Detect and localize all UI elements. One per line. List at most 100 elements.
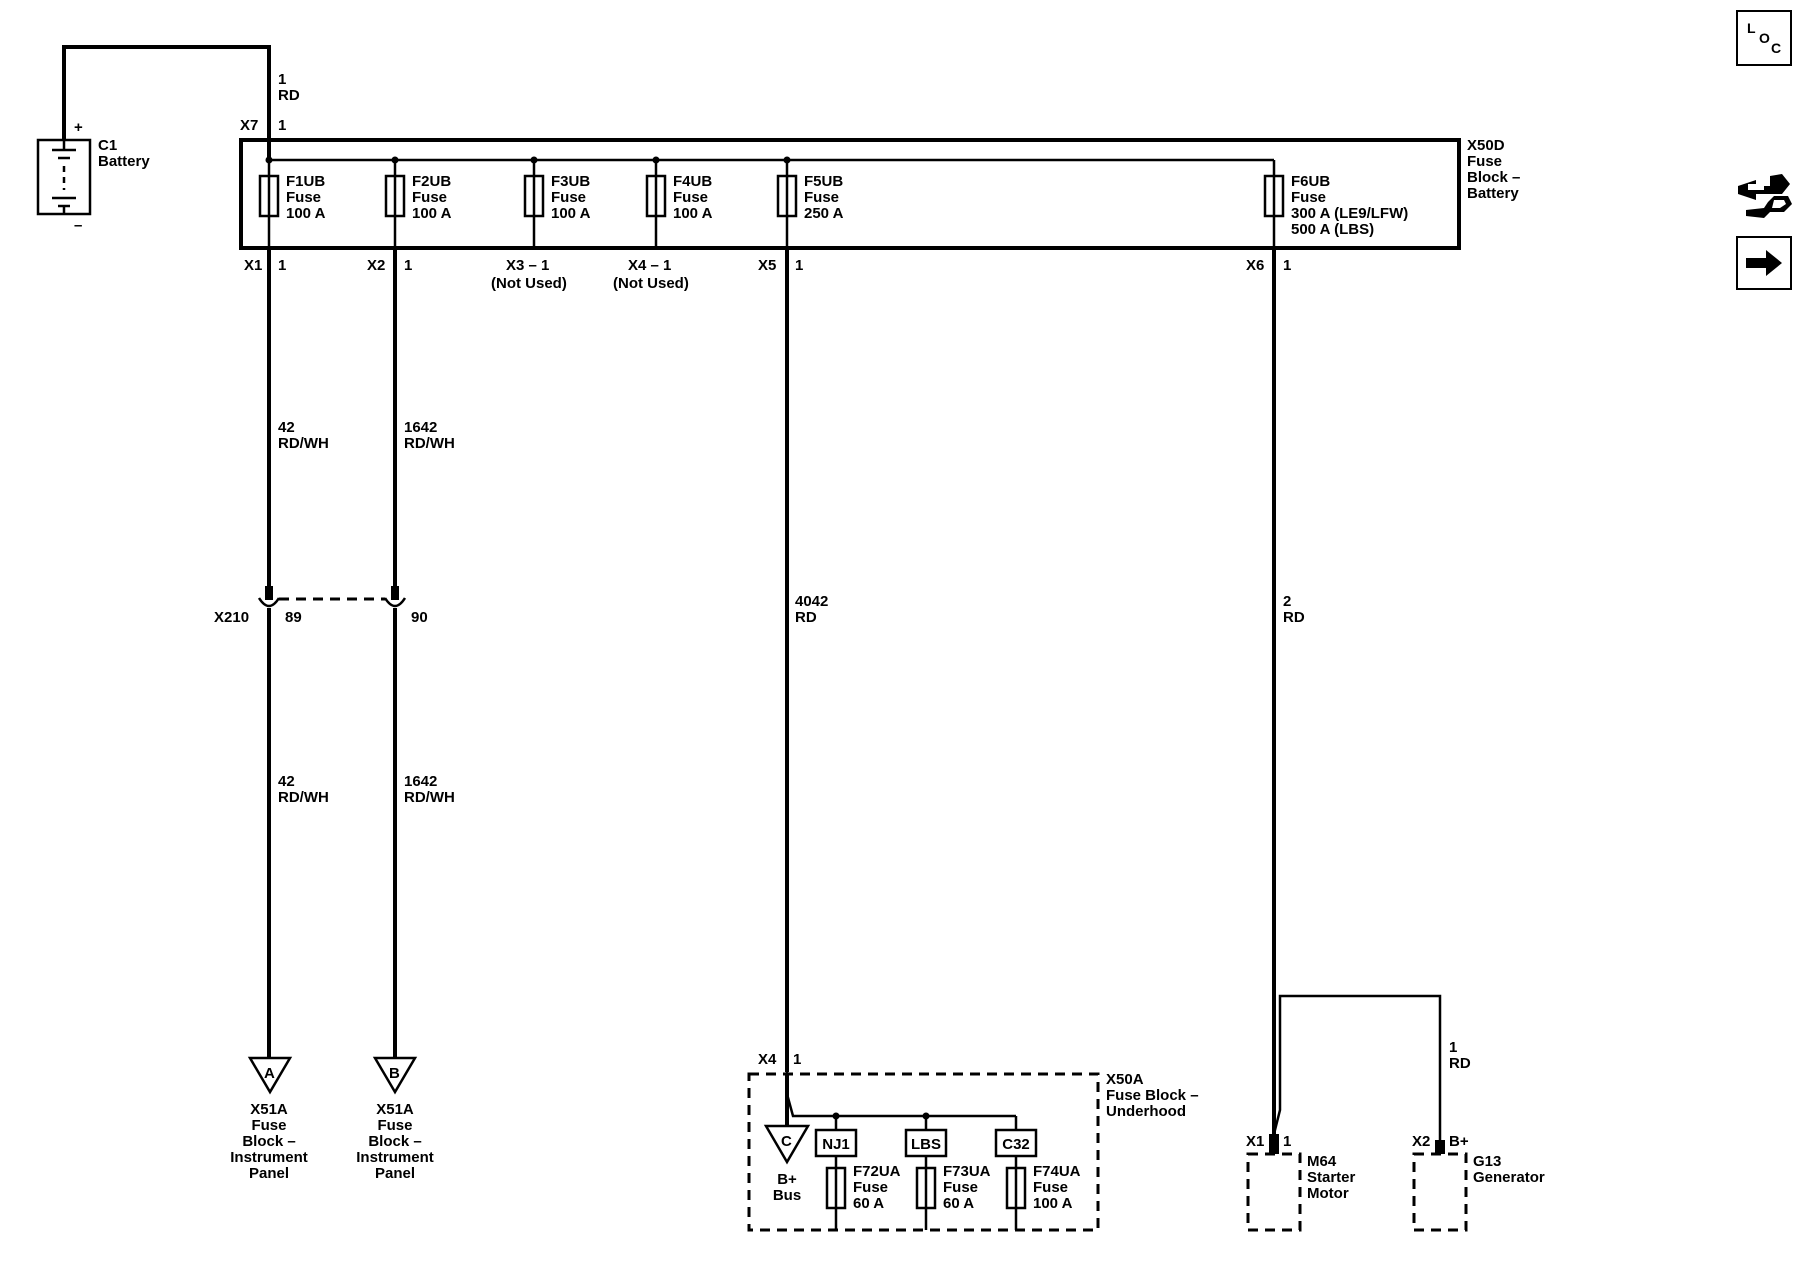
underhood-id: X50A [1106,1071,1144,1088]
loc-icon: L O C [1747,20,1782,56]
starter-name: M64 [1307,1153,1337,1170]
underhood-l1: Fuse Block – [1106,1087,1199,1104]
ref-a-l5: Panel [249,1165,289,1182]
f4ub-type: Fuse [673,189,708,206]
f2ub-type: Fuse [412,189,447,206]
generator-box [1412,1152,1468,1232]
battery-wire-color: RD [278,87,300,104]
ref-a-l4: Instrument [230,1149,308,1166]
arrow-right-icon [1746,250,1782,276]
f73ua-name: F73UA [943,1163,991,1180]
inline-connector-x210 [257,586,407,608]
wire-4042-color: RD [795,609,817,626]
generator-l1: Generator [1473,1169,1545,1186]
ref-a-triangle[interactable] [247,1056,293,1095]
connector-view-button[interactable] [1734,166,1794,220]
f72ua-name: F72UA [853,1163,901,1180]
x6-pin: 1 [1283,257,1291,274]
f2ub-name: F2UB [412,173,451,190]
wire-4042-num: 4042 [795,593,828,610]
starter-l2: Motor [1307,1185,1349,1202]
fuse-f1ub [258,160,280,248]
battery-neg-label: – [74,217,82,234]
wire-1642-upper-color: RD/WH [404,435,455,452]
x1-pin: 1 [278,257,286,274]
wire-1-gen-num: 1 [1449,1039,1457,1056]
option-c32: C32 [1002,1136,1030,1153]
fuse-f4ub [645,160,667,248]
wire-1642-lower-color: RD/WH [404,789,455,806]
underhood-bus [785,1072,1016,1118]
f5ub-rating: 250 A [804,205,844,222]
ref-b-triangle[interactable] [372,1056,418,1095]
ref-c-triangle[interactable] [763,1124,811,1165]
starter-conn: X1 [1246,1133,1264,1150]
f73ua-type: Fuse [943,1179,978,1196]
bplus-bus-l1: B+ [777,1171,797,1188]
x210-name: X210 [214,609,249,626]
f4ub-name: F4UB [673,173,712,190]
f5ub-type: Fuse [804,189,839,206]
fuse-block-battery-l2: Block – [1467,169,1520,186]
wire-1642-upper-num: 1642 [404,419,437,436]
f6ub-rating: 300 A (LE9/LFW) [1291,205,1408,222]
fuse-block-battery-l1: Fuse [1467,153,1502,170]
ref-b-l3: Block – [368,1133,421,1150]
battery-desc: Battery [98,153,150,170]
f6ub-name: F6UB [1291,173,1330,190]
wire-42-lower-num: 42 [278,773,295,790]
option-lbs: LBS [911,1136,941,1153]
f73ua-rating: 60 A [943,1195,974,1212]
fuse-f2ub [384,160,406,248]
wire-42-lower-color: RD/WH [278,789,329,806]
connector-wrench-icon [1738,174,1792,218]
f6ub-type: Fuse [1291,189,1326,206]
x3-note: (Not Used) [491,275,567,292]
x210-pin-90: 90 [411,609,428,626]
starter-motor-box [1246,1152,1302,1232]
next-page-button[interactable] [1736,236,1792,290]
f3ub-rating: 100 A [551,205,591,222]
f1ub-rating: 100 A [286,205,326,222]
wire-2-color: RD [1283,609,1305,626]
ref-a-l1: X51A [250,1101,288,1118]
x1-connector: X1 [244,257,262,274]
generator-conn: X2 [1412,1133,1430,1150]
x4-connector: X4 – 1 [628,257,671,274]
f1ub-name: F1UB [286,173,325,190]
ref-b-l5: Panel [375,1165,415,1182]
underhood-pin: 1 [793,1051,801,1068]
f72ua-rating: 60 A [853,1195,884,1212]
battery-wire-num: 1 [278,71,286,88]
x2-connector: X2 [367,257,385,274]
generator-pin: B+ [1449,1133,1469,1150]
battery-pos-label: + [74,119,83,136]
x3-connector: X3 – 1 [506,257,549,274]
ref-b-letter: B [389,1065,400,1082]
loc-button[interactable]: L O C [1736,10,1792,66]
f3ub-type: Fuse [551,189,586,206]
ref-b-l1: X51A [376,1101,414,1118]
fuse-f6ub [1263,160,1285,248]
f5ub-name: F5UB [804,173,843,190]
wire-1-gen-color: RD [1449,1055,1471,1072]
generator-name: G13 [1473,1153,1501,1170]
f74ua-rating: 100 A [1033,1195,1073,1212]
ref-c-letter: C [781,1133,792,1150]
underhood-conn: X4 [758,1051,777,1068]
fuse-f3ub [523,160,545,248]
f2ub-rating: 100 A [412,205,452,222]
f74ua-name: F74UA [1033,1163,1081,1180]
f3ub-name: F3UB [551,173,590,190]
x7-connector: X7 [240,117,258,134]
wire-2-num: 2 [1283,593,1291,610]
fuse-f5ub [776,160,798,248]
f72ua-type: Fuse [853,1179,888,1196]
ref-b-l2: Fuse [377,1117,412,1134]
fuse-block-battery-l3: Battery [1467,185,1519,202]
wire-1-generator [1272,994,1442,1150]
ref-a-letter: A [264,1065,275,1082]
ref-b-l4: Instrument [356,1149,434,1166]
x5-pin: 1 [795,257,803,274]
